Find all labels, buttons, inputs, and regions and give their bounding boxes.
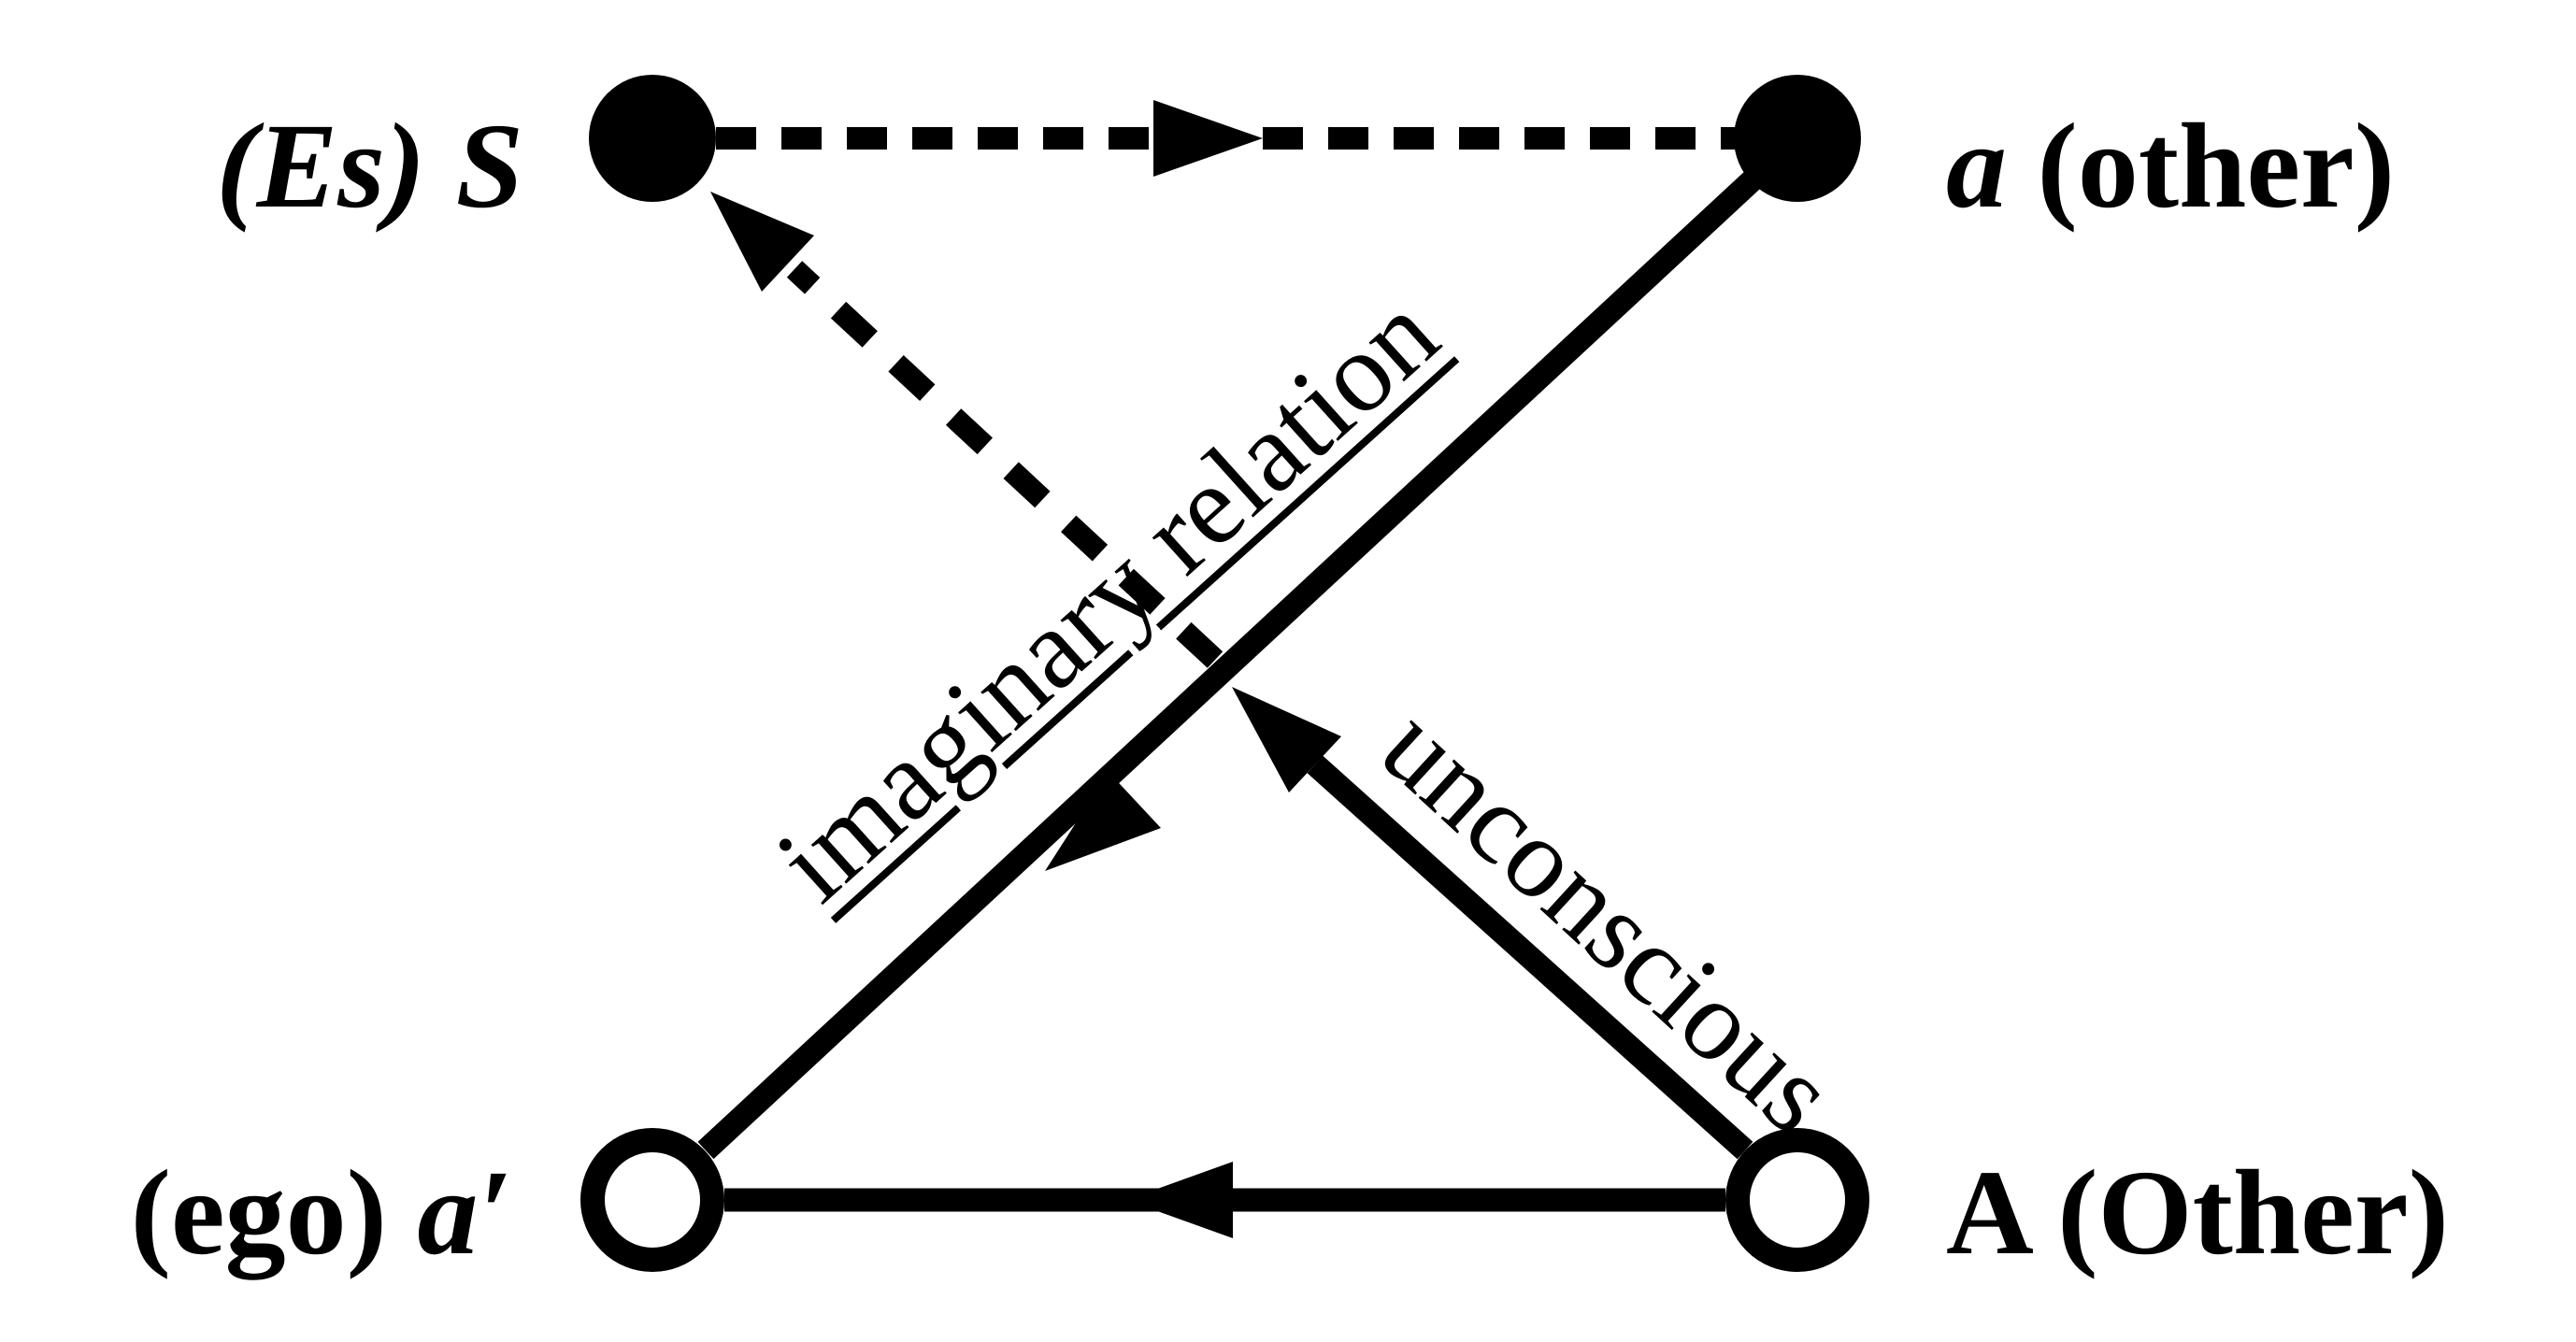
arrowhead-unconscious bbox=[1232, 687, 1341, 792]
node-ego-circle bbox=[580, 1128, 724, 1272]
node-big-other-label-text: A (Other) bbox=[1946, 1146, 2449, 1280]
dashed-line-center-to-s bbox=[786, 261, 1224, 668]
node-a-circle bbox=[1734, 75, 1861, 202]
node-a-label: a (other) bbox=[1946, 106, 2395, 227]
node-s-circle bbox=[589, 75, 716, 202]
arrowhead-A-to-ego bbox=[1126, 1162, 1233, 1238]
node-s-label-text: (Es) S bbox=[216, 99, 523, 234]
node-ego-label-italic: a′ bbox=[417, 1146, 512, 1280]
arrowhead-a-to-ego bbox=[1045, 772, 1161, 871]
node-a-label-roman: (other) bbox=[2007, 99, 2396, 234]
arrowhead-s-to-a bbox=[1153, 100, 1263, 177]
node-ego-label-roman: (ego) bbox=[130, 1146, 418, 1280]
node-a-label-italic: a bbox=[1946, 99, 2007, 234]
node-s-label: (Es) S bbox=[216, 106, 523, 227]
solid-shaft-A-to-center bbox=[1307, 755, 1753, 1160]
node-big-other-label: A (Other) bbox=[1946, 1152, 2449, 1274]
arrowhead-center-to-s bbox=[710, 192, 814, 292]
node-A-circle bbox=[1725, 1128, 1869, 1272]
diagonal-line-a-to-ego bbox=[697, 129, 1806, 1160]
node-ego-label: (ego) a′ bbox=[131, 1152, 512, 1274]
